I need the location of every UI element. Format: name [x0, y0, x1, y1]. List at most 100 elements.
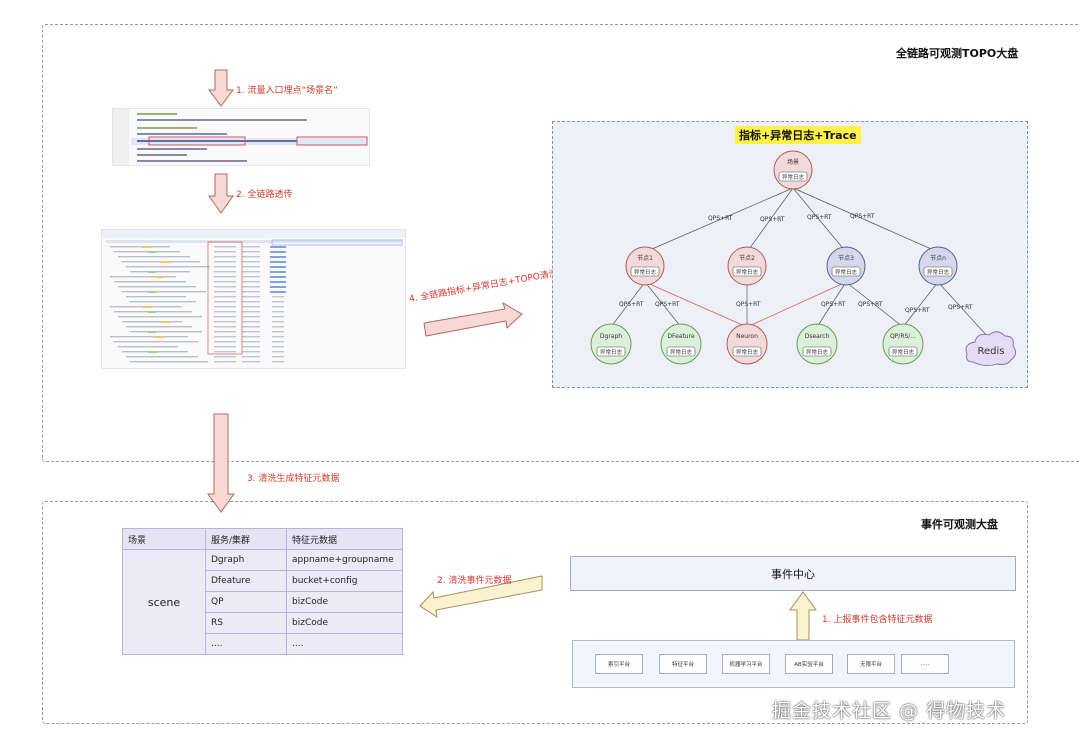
event-dashboard-panel: [42, 501, 1028, 724]
trace-row-mark: [214, 271, 236, 273]
topology-title: 指标+异常日志+Trace: [735, 126, 861, 144]
left-arrow-event: [419, 575, 543, 619]
node-label-neuron: Neuron: [736, 333, 758, 340]
trace-row-mark: [214, 291, 236, 293]
trace-row-mark: [118, 316, 202, 318]
trace-row-mark: [242, 281, 260, 283]
platform-feature: 特征平台: [659, 654, 707, 674]
node-label-2: 节点2: [739, 254, 755, 262]
topo-node-qp-rs: QP/RS/... 异常日志: [882, 323, 924, 365]
trace-row-mark: [272, 311, 284, 313]
trace-row-mark: [214, 261, 236, 263]
trace-row-mark: [214, 316, 236, 318]
trace-row-mark: [214, 341, 236, 343]
trace-row-mark: [214, 311, 236, 313]
error-log-badge: 异常日志: [670, 348, 693, 356]
trace-row-mark: [214, 356, 236, 358]
table-cell-service: Dgraph: [205, 549, 287, 571]
node-label-redis: Redis: [978, 346, 1005, 357]
trace-row-mark: [122, 291, 206, 293]
table-header-scene: 场景: [122, 528, 206, 550]
trace-row-mark: [270, 266, 286, 268]
node-label-qp-rs: QP/RS/...: [890, 333, 916, 340]
trace-row-mark: [272, 336, 284, 338]
trace-row-mark: [270, 261, 286, 263]
table-header-service: 服务/集群: [205, 528, 287, 550]
trace-row-mark: [214, 296, 236, 298]
topo-node-3: 节点3 异常日志: [826, 246, 866, 286]
topo-node-n: 节点n 异常日志: [918, 246, 958, 286]
trace-row-mark: [142, 246, 152, 248]
trace-row-mark: [242, 246, 260, 248]
table-cell-service: RS: [205, 612, 287, 634]
trace-row-mark: [272, 301, 284, 303]
error-log-badge: 异常日志: [927, 268, 950, 276]
trace-row-mark: [102, 230, 405, 238]
error-log-badge: 异常日志: [600, 348, 623, 356]
trace-row-mark: [130, 301, 196, 303]
step1-label: 1. 流量入口埋点“场景名”: [236, 86, 338, 96]
trace-row-mark: [214, 346, 236, 348]
trace-row-mark: [242, 356, 260, 358]
trace-row-mark: [270, 281, 286, 283]
trace-row-mark: [214, 286, 236, 288]
trace-row-mark: [272, 321, 284, 323]
trace-row-mark: [126, 326, 192, 328]
trace-row-mark: [142, 306, 152, 308]
trace-row-mark: [214, 256, 236, 258]
trace-row-mark: [271, 239, 403, 246]
trace-row-mark: [130, 271, 190, 273]
error-log-badge: 异常日志: [892, 348, 915, 356]
node-label-n: 节点n: [930, 254, 946, 262]
trace-row-mark: [148, 311, 156, 313]
code-lines: [113, 109, 368, 165]
edge-label-qps-rt: QPS+RT: [619, 301, 644, 308]
trace-row-mark: [106, 240, 401, 243]
topo-node-dgraph: Dgraph 异常日志: [590, 323, 632, 365]
trace-row-mark: [272, 346, 284, 348]
trace-row-mark: [118, 286, 196, 288]
topo-node-root: 场景 异常日志: [773, 150, 813, 190]
trace-row-mark: [118, 346, 178, 348]
topo-node-redis: Redis: [965, 331, 1016, 367]
table-row: scene Dgraph appname+groupname: [122, 549, 403, 655]
trace-row-mark: [242, 301, 260, 303]
error-log-badge: 异常日志: [736, 348, 759, 356]
trace-row-mark: [242, 326, 260, 328]
down-arrow-2: [208, 173, 234, 214]
table-row: .... ....: [123, 633, 403, 655]
trace-row-mark: [270, 246, 286, 248]
topo-node-2: 节点2 异常日志: [727, 246, 767, 286]
platforms-container: 索引平台 特征平台 机器学习平台 AB实验平台 无限平台 .....: [572, 640, 1015, 688]
trace-row-mark: [154, 336, 164, 338]
trace-row-mark: [270, 251, 286, 253]
trace-row-mark: [242, 306, 260, 308]
trace-row-mark: [242, 346, 260, 348]
watermark: 掘金技术社区 @ 得物技术: [772, 700, 1007, 722]
trace-row-mark: [214, 266, 236, 268]
trace-row-mark: [110, 276, 176, 278]
trace-row-mark: [122, 321, 182, 323]
code-screenshot-thumbnail: [112, 108, 370, 166]
edge-label-qps-rt: QPS+RT: [736, 301, 761, 308]
edge-label-qps-rt: QPS+RT: [850, 213, 875, 220]
table-cell-feature: ....: [286, 633, 403, 655]
topo-dashboard-panel: [42, 24, 1080, 462]
trace-row-mark: [242, 271, 260, 273]
node-label-3: 节点3: [838, 254, 854, 262]
table-cell-service: QP: [205, 591, 287, 613]
node-label-dgraph: Dgraph: [600, 333, 622, 340]
error-log-badge: 异常日志: [634, 268, 657, 276]
table-cell-feature: bucket+config: [286, 570, 403, 592]
trace-row-mark: [242, 291, 260, 293]
trace-row-mark: [114, 251, 180, 253]
topo-node-dsearch: Dsearch 异常日志: [796, 323, 838, 365]
trace-row-mark: [272, 306, 284, 308]
edge-label-qps-rt: QPS+RT: [655, 301, 680, 308]
table-cell-feature: bizCode: [286, 591, 403, 613]
error-log-badge: 异常日志: [782, 173, 805, 181]
trace-row-mark: [272, 316, 284, 318]
table-header-row: 场景 服务/集群 特征元数据: [122, 528, 403, 550]
topology-graph: QPS+RT QPS+RT QPS+RT QPS+RT QPS+RT QPS+R…: [590, 150, 1016, 367]
trace-row-mark: [242, 316, 260, 318]
